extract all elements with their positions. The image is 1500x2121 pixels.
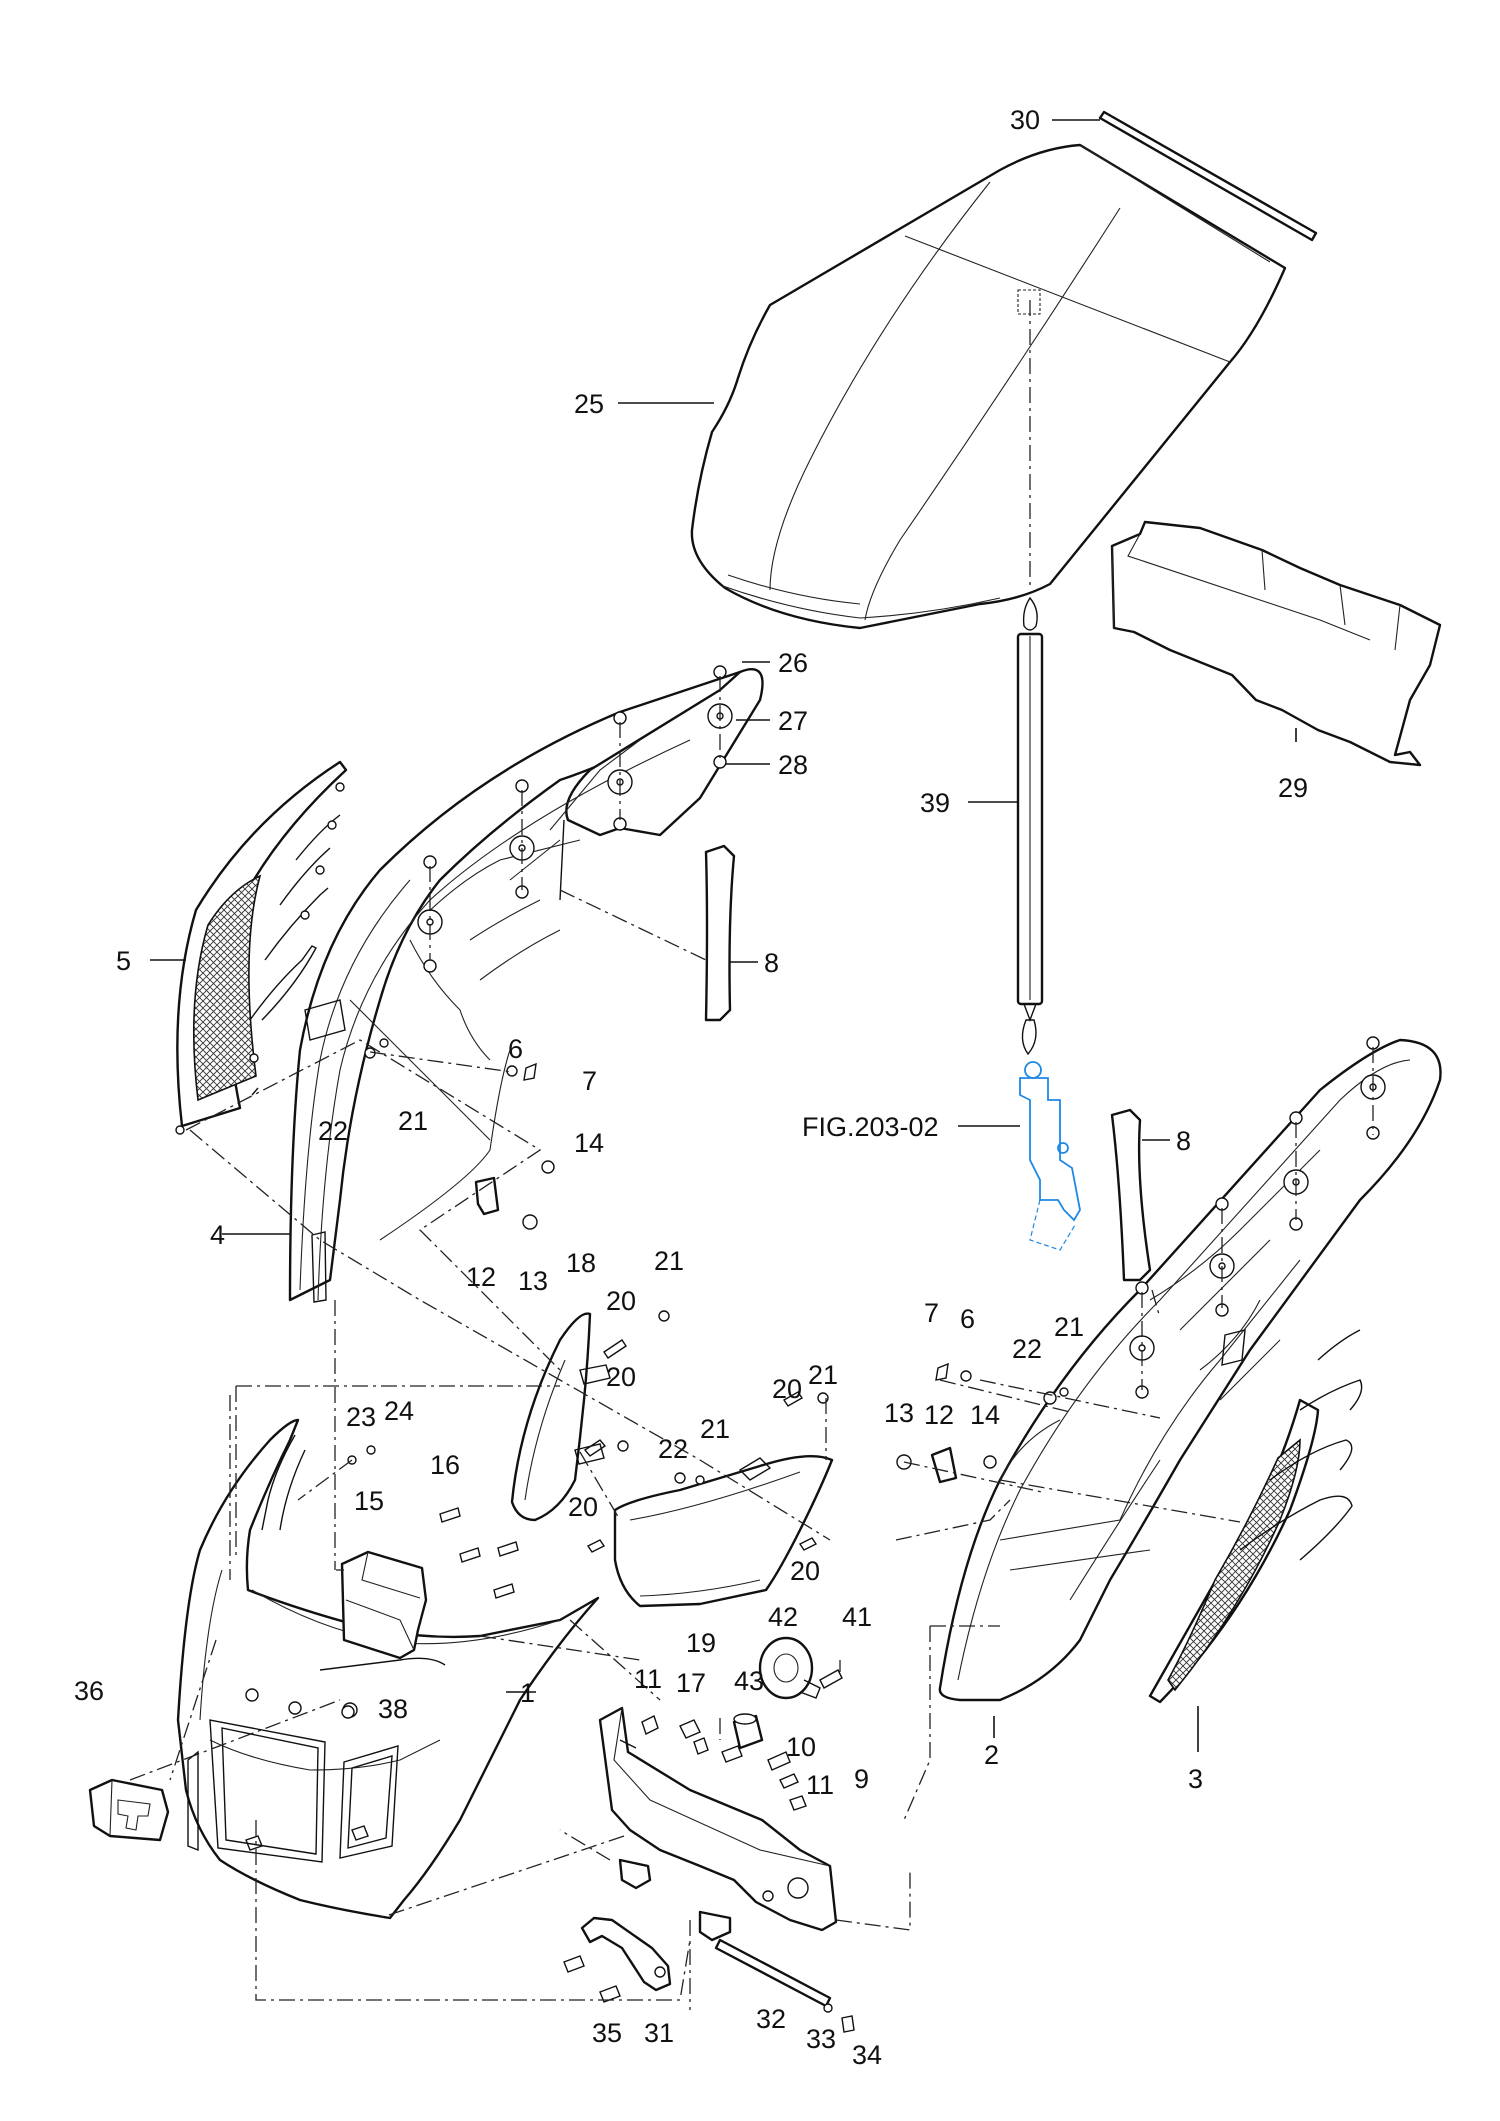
part-2-fasteners [1129,1036,1386,1399]
callout-21-left: 21 [398,1106,428,1136]
callout-10: 10 [786,1732,816,1762]
assembly-lines [129,889,1241,2010]
callout-36: 36 [74,1676,104,1706]
callout-35: 35 [592,2018,622,2048]
callout-43: 43 [734,1666,764,1696]
part-15-bracket [340,1550,428,1660]
callout-14-right: 14 [970,1400,1000,1430]
callout-34: 34 [852,2040,882,2070]
callout-32: 32 [756,2004,786,2034]
part-1-front-nose [176,1418,600,1920]
callout-6-right: 6 [960,1304,975,1334]
leader-lines [150,119,1297,1752]
part-8-left-seal [704,844,736,1022]
callout-11-a: 11 [634,1664,662,1694]
callout-14-left: 14 [574,1128,604,1158]
callout-1: 1 [520,1678,535,1708]
callout-21-right: 21 [1054,1312,1084,1342]
reference-bracket [1019,1061,1081,1251]
part-36-emblem [88,1778,170,1842]
callout-5: 5 [116,946,131,976]
callout-7-right: 7 [924,1298,939,1328]
callout-9: 9 [854,1764,869,1794]
part-18-left-headlight [510,1312,611,1522]
callout-27: 27 [778,706,808,736]
callout-17: 17 [676,1668,706,1698]
callout-12-left: 12 [466,1262,496,1292]
callout-11-b: 11 [806,1770,834,1800]
part-30-top-strip [1098,110,1318,242]
callout-21-d: 21 [700,1414,730,1444]
part-43-spacer [732,1713,764,1750]
part-29-foam-block [1110,520,1442,767]
callout-22-right: 22 [1012,1334,1042,1364]
part-4-left-side-panel [288,668,764,1303]
callout-fig-ref: FIG.203-02 [802,1112,939,1142]
callout-30: 30 [1010,105,1040,135]
part-5-left-grille [175,760,348,1135]
part-8-right-seal [1110,1108,1152,1282]
callout-33: 33 [806,2024,836,2054]
callout-24: 24 [384,1396,414,1426]
callout-42: 42 [768,1602,798,1632]
part-42-horn [758,1636,821,1700]
callout-20-d: 20 [568,1492,598,1522]
part-32-rod [714,1938,832,2008]
callout-8-right: 8 [1176,1126,1191,1156]
callout-20-e: 20 [790,1556,820,1586]
callout-13-left: 13 [518,1266,548,1296]
callout-25: 25 [574,389,604,419]
callout-3: 3 [1188,1764,1203,1794]
callout-29: 29 [1278,773,1308,803]
callout-20-a: 20 [606,1286,636,1316]
callout-19: 19 [686,1628,716,1658]
callout-21-c: 21 [808,1360,838,1390]
callout-22-left: 22 [318,1116,348,1146]
callout-15: 15 [354,1486,384,1516]
callout-8-left: 8 [764,948,779,978]
callout-4: 4 [210,1220,225,1250]
callout-39: 39 [920,788,950,818]
part-19-right-headlight [613,1455,834,1608]
part-3-right-grille [1148,1329,1363,1704]
callout-22-b: 22 [658,1434,688,1464]
callout-23: 23 [346,1402,376,1432]
part-9-frame-bracket [598,1706,838,1942]
callout-28: 28 [778,750,808,780]
callout-7-left: 7 [582,1066,597,1096]
callout-38: 38 [378,1694,408,1724]
callout-20-c: 20 [772,1374,802,1404]
callout-20-b: 20 [606,1362,636,1392]
callout-12-right: 12 [924,1400,954,1430]
callouts: 30 25 29 39 26 27 28 5 8 6 7 22 21 14 4 … [74,105,1308,2070]
part-26-27-28-fasteners [417,665,733,973]
small-hardware [341,1038,1069,2033]
callout-41: 41 [842,1602,872,1632]
callout-26: 26 [778,648,808,678]
callout-2: 2 [984,1740,999,1770]
callout-18: 18 [566,1248,596,1278]
part-25-hood-panel [690,143,1287,630]
part-39-strap [1016,596,1044,1056]
part-31-lower-bracket [580,1916,672,1992]
callout-31: 31 [644,2018,674,2048]
callout-6-left: 6 [508,1034,523,1064]
callout-13-right: 13 [884,1398,914,1428]
callout-21-b: 21 [654,1246,684,1276]
callout-16: 16 [430,1450,460,1480]
